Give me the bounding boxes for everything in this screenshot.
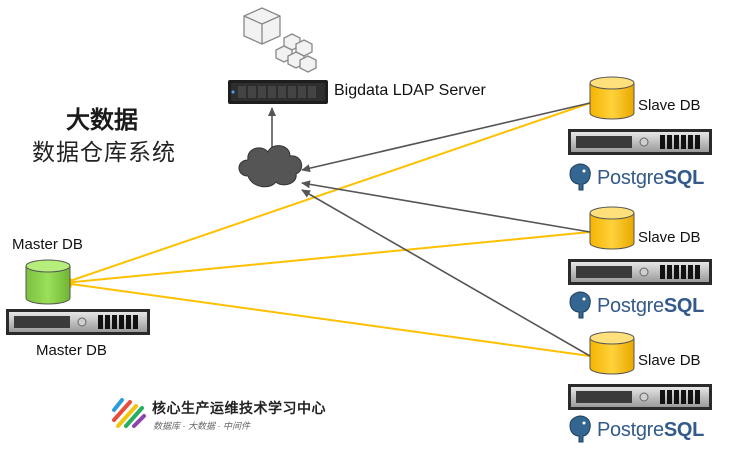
postgresql-elephant-icon-3 <box>569 415 591 443</box>
network-lines <box>268 102 591 357</box>
slave-db-icon-2 <box>589 206 635 250</box>
postgresql-elephant-icon-1 <box>569 163 591 191</box>
postgresql-wordmark-1: PostgreSQL <box>597 167 704 190</box>
master-db-icon <box>25 259 71 305</box>
network-line-2 <box>301 180 591 233</box>
master-db-label-bottom: Master DB <box>36 342 107 359</box>
slave-rack-server-icon-1 <box>568 129 712 155</box>
replication-line-3 <box>63 280 591 357</box>
slave-rack-server-icon-3 <box>568 384 712 410</box>
slave-db-icon-3 <box>589 331 635 375</box>
sql-text: SQL <box>663 419 705 441</box>
slave-db-label-3: Slave DB <box>638 352 701 369</box>
replication-line-1 <box>63 102 591 285</box>
master-db-label-top: Master DB <box>12 236 83 253</box>
diagram-title: 大数据 <box>66 107 138 134</box>
postgresql-wordmark-2: PostgreSQL <box>597 295 704 318</box>
ldap-server-icon <box>228 80 328 104</box>
cube-cluster-icon <box>243 7 317 73</box>
master-rack-server-icon <box>6 309 150 335</box>
slave-db-label-1: Slave DB <box>638 97 701 114</box>
ldap-server-label: Bigdata LDAP Server <box>334 82 486 99</box>
brand-title: 核心生产运维技术学习中心 <box>152 400 326 416</box>
slave-db-icon-1 <box>589 76 635 120</box>
network-line-3 <box>301 189 591 357</box>
brand-subtitle: 数据库 · 大数据 · 中间件 <box>153 421 250 431</box>
sql-text: SQL <box>663 167 705 189</box>
postgres-text: Postgre <box>597 295 664 317</box>
replication-line-2 <box>63 231 591 287</box>
replication-lines <box>63 102 591 357</box>
network-line-1 <box>301 102 591 173</box>
brand-logo-icon <box>112 398 146 428</box>
slave-db-label-2: Slave DB <box>638 229 701 246</box>
slave-rack-server-icon-2 <box>568 259 712 285</box>
network-cloud-icon <box>238 145 303 188</box>
postgresql-wordmark-3: PostgreSQL <box>597 419 704 442</box>
postgres-text: Postgre <box>597 167 664 189</box>
postgresql-elephant-icon-2 <box>569 291 591 319</box>
diagram-subtitle: 数据仓库系统 <box>32 139 176 165</box>
sql-text: SQL <box>663 295 705 317</box>
postgres-text: Postgre <box>597 419 664 441</box>
